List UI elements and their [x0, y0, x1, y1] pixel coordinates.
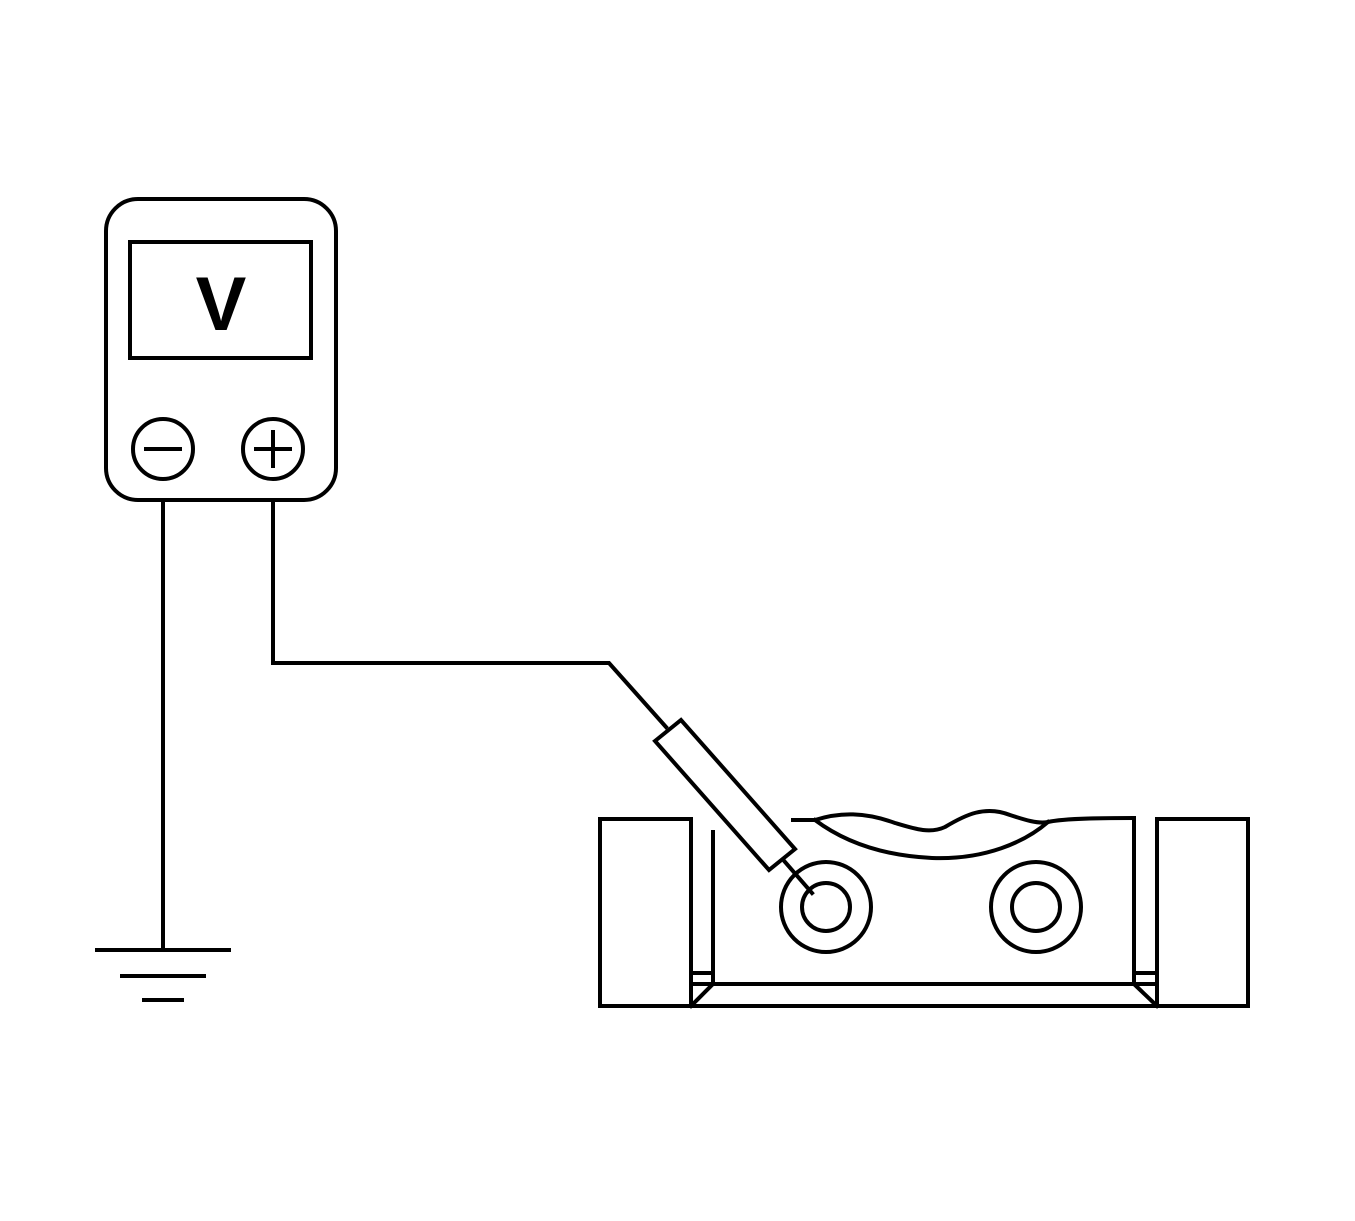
positive-terminal-ring — [241, 417, 305, 481]
terminal-cavity-2 — [989, 860, 1083, 954]
positive-lead — [271, 500, 669, 730]
voltmeter: V — [104, 197, 338, 502]
connector-left-latch — [598, 817, 693, 1008]
positive-lead-wire — [271, 500, 669, 730]
connector-bevel-left — [688, 981, 716, 1009]
connector-bevel-right — [1131, 981, 1160, 1009]
terminal-cavity-1-inner — [800, 881, 852, 933]
connector-base — [689, 982, 1159, 1008]
probe-body — [652, 717, 798, 873]
voltmeter-display-label: V — [196, 262, 247, 347]
connector-seal-curve — [812, 817, 1051, 861]
terminal-cavity-1 — [779, 860, 873, 954]
positive-terminal — [241, 417, 305, 481]
voltmeter-body — [104, 197, 338, 502]
terminal-cavity-1-outer — [779, 860, 873, 954]
negative-terminal-ring — [131, 417, 195, 481]
connector-right-latch — [1155, 817, 1250, 1008]
ground-symbol-icon — [95, 948, 231, 1002]
voltmeter-display — [128, 240, 313, 360]
connector-wire-seal — [791, 809, 1137, 833]
probe-tip — [782, 859, 815, 896]
connector — [598, 809, 1250, 1009]
terminal-cavity-2-inner — [1010, 881, 1062, 933]
terminal-cavity-2-outer — [989, 860, 1083, 954]
test-probe — [652, 717, 815, 896]
negative-terminal — [131, 417, 195, 481]
